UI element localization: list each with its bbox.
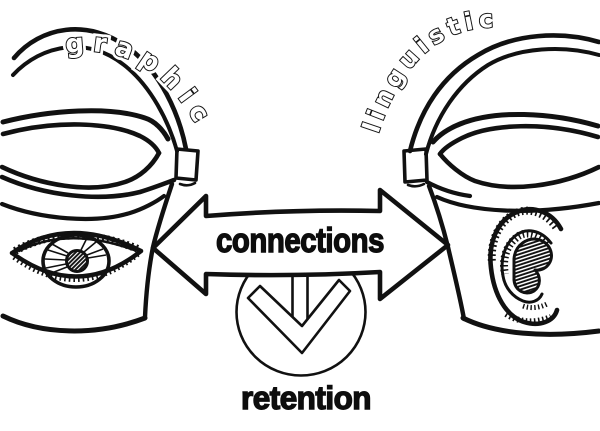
right-bucket-body-band — [434, 194, 600, 213]
left-handle-fitting-edge — [178, 181, 197, 187]
left-bucket-rim-back — [0, 108, 171, 142]
right-handle-fitting — [402, 147, 429, 184]
eye-pupil — [65, 249, 89, 273]
right-bucket-rim-back — [430, 112, 600, 145]
right-handle-fitting-edge — [406, 182, 426, 188]
eye-iris-spokes — [44, 237, 107, 275]
right-bucket-rim-top — [437, 123, 600, 157]
ear-inner-curve — [500, 229, 553, 304]
down-arrow-chevron — [246, 278, 352, 355]
eye-icon — [9, 230, 144, 289]
eye-upper-lash-hatching — [13, 231, 140, 255]
ear-inner-hatching — [500, 229, 551, 275]
connections-label: connections — [216, 222, 384, 260]
connections-arrow: connections — [150, 187, 451, 302]
left-bucket-handle-inner — [11, 45, 179, 153]
double-headed-arrow-icon — [150, 187, 451, 302]
left-bucket-rim-bottom — [0, 150, 162, 190]
left-bucket-handle — [11, 27, 189, 152]
left-handle-fitting — [174, 147, 200, 182]
graphic-bucket — [0, 27, 200, 334]
left-bucket-band — [0, 174, 177, 200]
ear-lobe-hatching — [504, 311, 553, 325]
right-bucket-handle — [407, 33, 600, 154]
linguistic-bucket — [402, 33, 600, 337]
left-bucket-body-band — [0, 193, 167, 221]
ear-lobe-ticks — [522, 301, 549, 311]
right-bucket-bottom — [460, 315, 600, 337]
retention-label: retention — [241, 380, 371, 416]
right-bucket-band — [424, 179, 473, 199]
right-bucket-rim-bottom — [437, 151, 600, 190]
eye-iris — [41, 233, 111, 289]
ear-concha — [512, 237, 553, 295]
ear-icon — [487, 206, 564, 327]
left-bucket-rim-top — [0, 122, 162, 156]
left-bucket-bottom — [0, 313, 148, 334]
right-bucket-handle-inner — [424, 47, 600, 156]
